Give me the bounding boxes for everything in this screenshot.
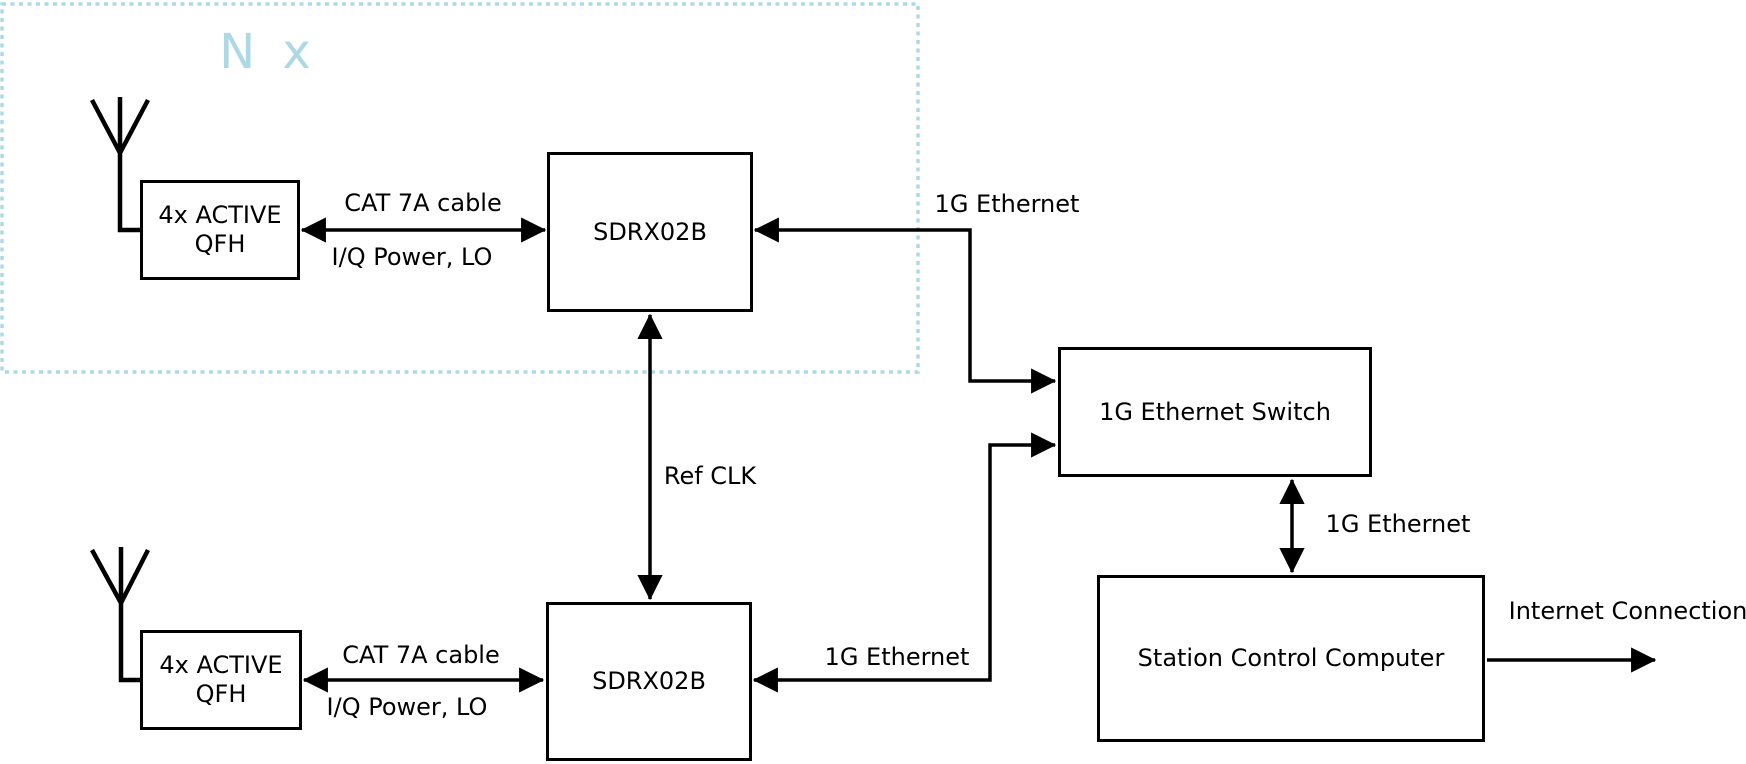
node-label: 4x ACTIVE QFH [159,651,282,709]
edge-label-1g-ethernet-switch-station: 1G Ethernet [1325,510,1471,538]
node-sdrx02b-top: SDRX02B [547,152,753,312]
node-label-line1: 4x ACTIVE [159,651,283,680]
edge-1g-ethernet-top [753,217,1057,394]
node-sdrx02b-bottom: SDRX02B [546,602,752,761]
node-label: Station Control Computer [1137,644,1445,673]
node-label-line1: 4x ACTIVE [158,201,282,230]
replication-count-label: N x [219,24,317,80]
node-label: 4x ACTIVE QFH [158,201,281,259]
edge-label-cat7a-bottom: CAT 7A cable [342,641,500,669]
edge-label-internet-connection: Internet Connection [1508,597,1746,625]
edge-label-1g-ethernet-bottom: 1G Ethernet [824,643,970,671]
node-station-control-computer: Station Control Computer [1097,575,1485,742]
node-label-line2: QFH [194,230,246,258]
edge-label-iq-power-lo-top: I/Q Power, LO [331,243,493,271]
node-qfh-antenna-bottom: 4x ACTIVE QFH [140,630,302,730]
node-label: SDRX02B [593,217,707,246]
node-label-line2: QFH [195,680,247,708]
node-qfh-antenna-top: 4x ACTIVE QFH [140,180,300,280]
edge-label-ref-clk: Ref CLK [663,462,757,490]
node-ethernet-switch: 1G Ethernet Switch [1058,347,1372,477]
node-label: 1G Ethernet Switch [1099,397,1331,426]
edge-label-1g-ethernet-top: 1G Ethernet [934,190,1080,218]
edge-label-iq-power-lo-bottom: I/Q Power, LO [326,693,488,721]
node-label: SDRX02B [592,667,706,696]
edge-label-cat7a-top: CAT 7A cable [344,189,502,217]
